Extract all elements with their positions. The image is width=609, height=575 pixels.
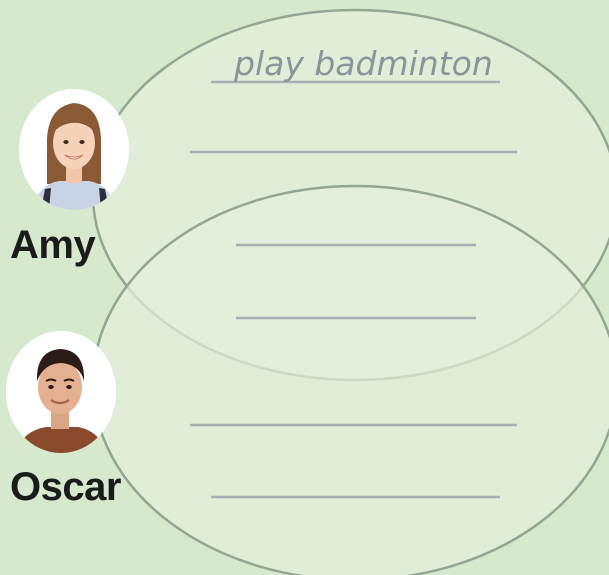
oscar-photo bbox=[6, 331, 116, 453]
amy-name-label: Amy bbox=[10, 223, 96, 267]
girl-portrait-icon bbox=[19, 89, 129, 210]
boy-portrait-icon bbox=[6, 331, 116, 453]
amy-photo bbox=[19, 89, 129, 210]
oscar-name-label: Oscar bbox=[10, 465, 121, 509]
example-answer-text: play badminton bbox=[234, 44, 493, 83]
